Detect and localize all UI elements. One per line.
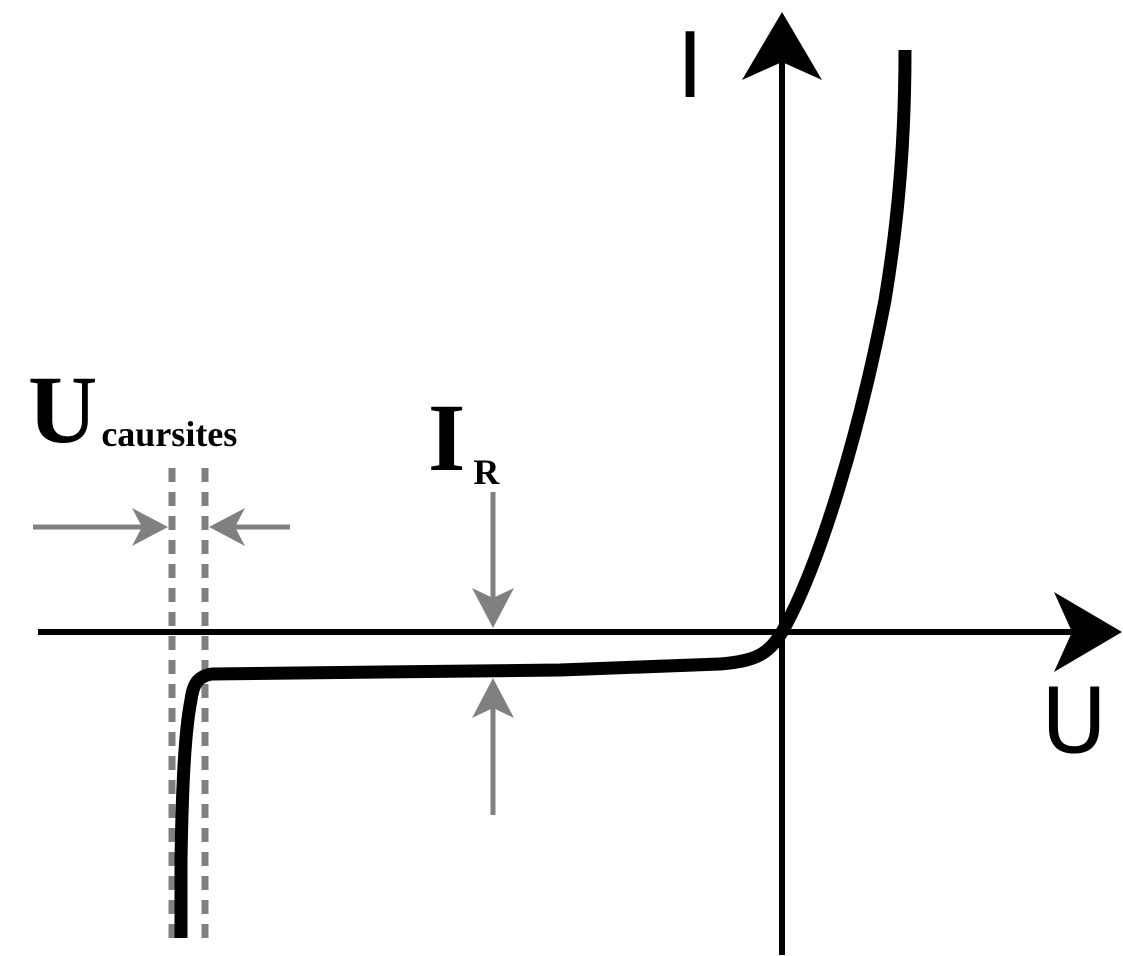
voltage-axis-arrowhead [1054, 592, 1122, 672]
reverse-current-up-arrow [472, 678, 514, 815]
breakdown-right-arrow [209, 508, 290, 546]
iv-characteristic-curve [174, 49, 912, 938]
voltage-axis-label: U [1041, 669, 1107, 774]
breakdown-voltage-symbol: U [28, 356, 97, 463]
reverse-current-symbol: I [428, 384, 465, 491]
breakdown-voltage-subscript: caursites [101, 414, 237, 454]
reverse-current-subscript: R [473, 452, 500, 492]
reverse-current-down-arrow [472, 492, 514, 628]
current-axis-arrowhead [742, 12, 822, 80]
current-axis-label: I [677, 14, 704, 119]
breakdown-left-arrow [33, 508, 168, 546]
